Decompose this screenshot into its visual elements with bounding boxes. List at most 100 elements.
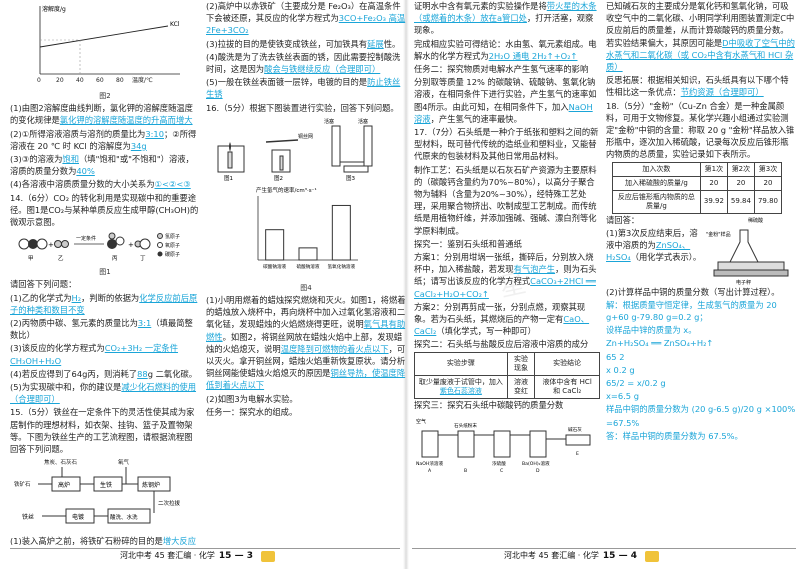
fig2-tick: 40 [76, 77, 84, 84]
legend-c: 碳原子 [165, 251, 180, 258]
flow-box: 高炉 [58, 481, 70, 489]
solubility-figure: 溶解度/g KCl 0 20 40 60 80 温度/℃ [10, 2, 200, 88]
publisher-logo-icon [260, 550, 275, 562]
q13-4-answer: ①<②<③ [154, 179, 191, 190]
bar-category-label: 氢氧化钠溶液 [328, 263, 356, 270]
app-label: 碱石灰 [568, 426, 582, 433]
footer-left: 河北中考 45 套汇编 · 化学 15 — 3 [120, 549, 275, 563]
c3-l3-answer: 2H₂O 通电 2H₂↑+O₂↑ [488, 50, 578, 61]
footer-title: 河北中考 45 套汇编 · 化学 [120, 550, 215, 560]
page-gutter [403, 0, 409, 569]
q14-4b-text: g 二氧化碳。 [147, 368, 198, 379]
table-cell: 溶液变红 [506, 374, 536, 399]
app-label: Ba(OH)₂溶液 [522, 460, 550, 467]
q18-1c-text: （用化学式表示）。 [630, 252, 702, 263]
fig-label: 活塞 [324, 118, 334, 125]
table-header: 第3次 [753, 161, 783, 177]
table-cell: 加入稀硫酸的质量/g [612, 175, 701, 191]
table-cell: 液体中含有 HCl 和 CaCl₂ [534, 374, 600, 399]
fig2-tick: 20 [56, 77, 64, 84]
q17-p3: 探究一：鉴别石头纸和普通纸 [414, 238, 522, 249]
q14-2-answer: 3:1 [137, 318, 152, 329]
column-2: (2)高炉中以赤铁矿（主要成分是 Fe₂O₃）在高温条件下会被还原，其反应的化学… [206, 0, 406, 545]
footer-title: 河北中考 45 套汇编 · 化学 [504, 550, 599, 560]
bar [265, 229, 285, 261]
app-label: NaOH浓溶液 [416, 460, 444, 467]
c3-l2: ，打开活塞，观察现象。 [414, 13, 594, 36]
page-number: 15 — 3 [218, 550, 253, 561]
q13-1-answer: 氯化钾的溶解度随温度的升高而增大 [59, 115, 193, 126]
q14-1b-answer: 化学反应前后原子的种类和数目不变 [10, 292, 198, 315]
q14-5-answer: 减少化石燃料的使用（合理即可） [10, 382, 197, 405]
q17-p5: 方案2：分别再剪成一张，分别点燃，观察其现象。若为石头纸，其燃烧后的产物一定有 [414, 301, 586, 325]
q13-3-text: (3)③的溶液为 [10, 154, 63, 165]
table-cell: 59.84 [726, 189, 755, 214]
fig2-tick: 60 [96, 77, 104, 84]
app-label: A [428, 468, 432, 473]
app-label: 浓硫酸 [492, 460, 506, 467]
q14-4-text: (4)若反应得到了64g丙，则消耗了 [10, 368, 138, 379]
c3-l5: 分别取等质量 12% 的碳酸钠、硫酸钠、氢氧化钠溶液，在相同条件下进行实验，产生… [414, 77, 597, 112]
solution-line: =67.5% [606, 417, 640, 428]
q14-prompt: 请回答下列问题： [10, 279, 77, 290]
flow-box: 酸洗、水洗 [110, 513, 138, 521]
q15-3b-text: 性。 [383, 38, 401, 49]
q16-title: 16.（5分）根据下图装置进行实验，回答下列问题。 [206, 102, 399, 113]
app-label: C [500, 468, 503, 473]
table-cell: 79.80 [753, 189, 783, 214]
q17-p4b: ，则为石头纸；请写出该反应的化学方程式 [414, 264, 597, 287]
footer-rule [10, 548, 400, 549]
bar-category-label: 硫酸钠溶液 [297, 263, 320, 270]
q17-p7: 探究三：探究石头纸中碳酸钙的质量分数 [414, 399, 564, 410]
app-label: 空气 [416, 418, 426, 425]
app-label: 石头纸粉末 [454, 422, 477, 429]
column-3: 证明水中含有氧元素的实验操作是将带火星的木条（或燃着的木条）放在a管口处，打开活… [414, 0, 600, 545]
table-cell-answer: 紫色石蕊溶液 [439, 386, 482, 395]
solution-line: 答：样品中铜的质量分数为 67.5%。 [606, 430, 743, 441]
c3-l5-answer: NaOH 溶液 [414, 101, 593, 124]
fig2-series-label: KCl [170, 21, 180, 28]
table-cell: 反应后锥形瓶内物质的总质量/g [612, 189, 701, 214]
fig-label: 图3 [346, 174, 356, 182]
q13-1-text: (1)由图2溶解度曲线判断，氯化钾的溶解度随温度的变化规律是 [10, 103, 193, 126]
molecule-diagram: + 一定条件 + 甲 乙 丙 丁 氢原子 氧原子 碳原子 [10, 230, 200, 264]
svg-text:+: + [48, 241, 54, 249]
fig-label: 图2 [274, 174, 283, 182]
q18-1-text: (1)第3次反应结束后，溶液中溶质的 [606, 227, 698, 251]
q14-1-text: (1)乙的化学式为 [10, 292, 72, 303]
q14-4-answer: 88 [137, 368, 148, 379]
mol-label: 乙 [58, 255, 64, 262]
experiment-table: 实验步骤 实验现象 实验结论 取少量废液于试管中，加入紫色石蕊溶液 溶液变红 液… [414, 351, 600, 399]
solution-line: 样品中铜的质量分数为 (20 g-6.5 g)/20 g ×100% [606, 404, 796, 415]
app-label: E [576, 451, 579, 457]
solution-line: 设样品中锌的质量为 x。 [606, 325, 697, 336]
c3-l1: 证明水中含有氧元素的实验操作是将 [414, 1, 547, 11]
apparatus-figures: 铜丝网 活塞 活塞 图1 图2 图3 [206, 116, 406, 182]
fig-label: 铜丝网 [298, 133, 313, 140]
q15-2-text: (2)高炉中以赤铁矿（主要成分是 Fe₂O₃）在高温条件下会被还原，其反应的化学… [206, 1, 401, 24]
solution-line: Zn+H₂SO₄ ══ ZnSO₄+H₂↑ [606, 338, 714, 349]
q17-title: 17.（7分）石头纸是一种介于纸张和塑料之间的新型材料，既可替代传统的造纸业和塑… [414, 127, 599, 162]
bar-chart: 产生氢气的速率/cm³·s⁻¹ 碳酸钠溶液硫酸钠溶液氢氧化钠溶液 [206, 184, 406, 280]
mol-label: 丙 [112, 255, 118, 262]
condition-label: 一定条件 [76, 235, 96, 242]
app-label: D [536, 468, 540, 473]
q16-1c-answer: 铜丝导热，使温度降低到着火点以下 [206, 368, 406, 391]
scale-label: "金粉"样品 [706, 231, 731, 238]
c3-l4: 任务二：探究物质对电解水产生氢气速率的影响 [414, 64, 589, 75]
fig-label: 活塞 [358, 118, 368, 125]
table-header: 第1次 [699, 161, 728, 177]
flow-text: 铁矿石 [14, 480, 31, 488]
column-1: 溶解度/g KCl 0 20 40 60 80 温度/℃ 图2 (1)由图2溶解… [10, 0, 200, 545]
fig2-tick: 80 [116, 77, 124, 84]
table-header: 第2次 [726, 161, 755, 177]
q15-1-answer: 增大反应物的接触面积，使反应更快更充分 [162, 536, 197, 545]
bar-ylabel: 产生氢气的速率/cm³·s⁻¹ [256, 186, 317, 194]
q17-p5b: （填化学式，写一种即可） [436, 326, 536, 337]
page-number: 15 — 4 [602, 550, 637, 561]
absorption-apparatus: 空气 NaOH浓溶液 石头纸粉末 浓硫酸 碱石灰 Ba(OH)₂溶液 A B C… [414, 413, 600, 473]
q17-p4-answer: 有气泡产生 [513, 264, 556, 275]
app-label: B [464, 468, 467, 473]
q15-3-answer: 延展 [367, 38, 384, 49]
table-header: 实验现象 [506, 351, 536, 376]
